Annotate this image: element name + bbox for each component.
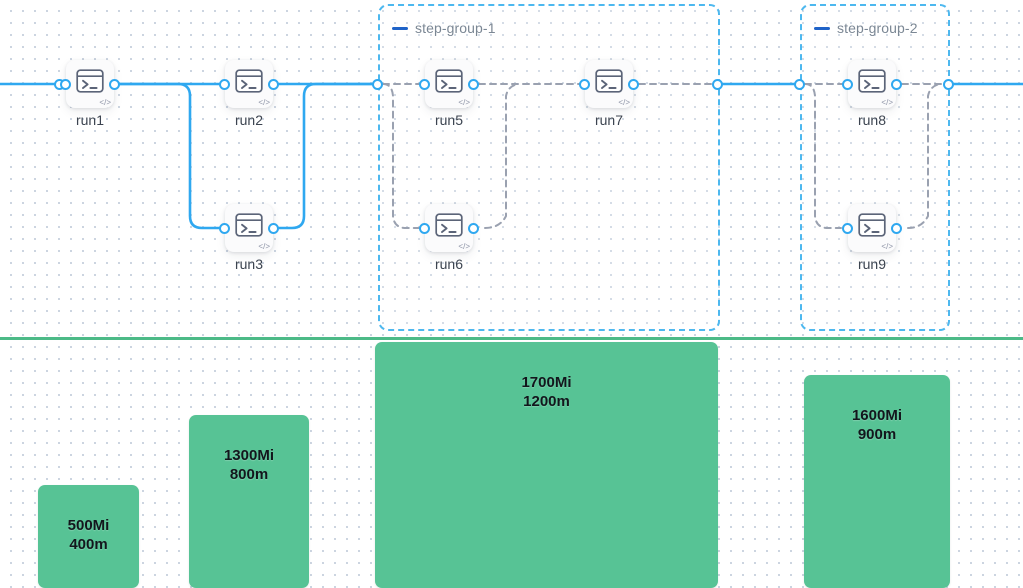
resource-bar-label: 1300Mi 800m — [189, 429, 309, 502]
memory-value: 1300Mi — [223, 447, 275, 465]
node-output-handle[interactable] — [891, 222, 902, 234]
node-card[interactable]: </> — [219, 60, 279, 108]
code-icon: </> — [618, 98, 630, 107]
node-input-handle[interactable] — [219, 78, 230, 90]
node-output-handle[interactable] — [268, 78, 279, 90]
terminal-icon — [858, 69, 886, 93]
memory-value: 1700Mi — [521, 374, 572, 392]
node-label: run8 — [857, 112, 887, 128]
terminal-icon — [235, 69, 263, 93]
node-run6[interactable]: </> run6 — [419, 204, 479, 272]
node-card[interactable]: </> — [419, 204, 479, 252]
node-run1[interactable]: </> run1 — [60, 60, 120, 128]
group-title: step-group-2 — [837, 20, 918, 36]
group-label-step-group-2: step-group-2 — [814, 20, 918, 36]
node-card[interactable]: </> — [419, 60, 479, 108]
node-output-handle[interactable] — [891, 78, 902, 90]
node-output-handle[interactable] — [268, 222, 279, 234]
node-label: run3 — [234, 256, 264, 272]
node-card[interactable]: </> — [842, 204, 902, 252]
terminal-icon — [858, 213, 886, 237]
node-label: run6 — [434, 256, 464, 272]
terminal-icon — [76, 69, 104, 93]
node-input-handle[interactable] — [419, 78, 430, 90]
code-icon: </> — [881, 242, 893, 251]
node-label: run7 — [594, 112, 624, 128]
group-label-step-group-1: step-group-1 — [392, 20, 496, 36]
terminal-icon — [595, 69, 623, 93]
node-run2[interactable]: </> run2 — [219, 60, 279, 128]
edge-g2in-run9 — [804, 83, 842, 229]
node-card[interactable]: </> — [60, 60, 120, 108]
node-output-handle[interactable] — [628, 78, 639, 90]
node-label: run2 — [234, 112, 264, 128]
resource-bar-label: 1700Mi 1200m — [375, 356, 718, 429]
edge-g1in-run6 — [382, 83, 420, 229]
node-card[interactable]: </> — [579, 60, 639, 108]
terminal-icon — [435, 69, 463, 93]
resource-bar-label: 500Mi 400m — [38, 499, 139, 572]
node-card[interactable]: </> — [842, 60, 902, 108]
node-input-handle[interactable] — [219, 222, 230, 234]
cpu-value: 900m — [857, 425, 897, 443]
group-step-group-1[interactable]: step-group-1 — [378, 4, 720, 331]
memory-value: 1600Mi — [851, 407, 903, 425]
edge-run1-run3 — [118, 82, 221, 230]
code-icon: </> — [458, 98, 470, 107]
node-input-handle[interactable] — [842, 78, 853, 90]
group-2-input-handle[interactable] — [794, 78, 805, 90]
code-icon: </> — [258, 242, 270, 251]
code-icon: </> — [99, 98, 111, 107]
node-label: run5 — [434, 112, 464, 128]
group-title: step-group-1 — [415, 20, 496, 36]
group-step-group-2[interactable]: step-group-2 — [800, 4, 950, 331]
node-output-handle[interactable] — [468, 78, 479, 90]
edge-run9-g2out — [907, 83, 941, 229]
node-run3[interactable]: </> run3 — [219, 204, 279, 272]
group-2-output-handle[interactable] — [943, 78, 954, 90]
node-run9[interactable]: </> run9 — [842, 204, 902, 272]
group-collapse-dash-icon[interactable] — [392, 26, 408, 30]
edge-run6-run7 — [484, 83, 519, 229]
node-label: run1 — [75, 112, 105, 128]
node-run7[interactable]: </> run7 — [579, 60, 639, 128]
group-collapse-dash-icon[interactable] — [814, 26, 830, 30]
node-card[interactable]: </> — [219, 204, 279, 252]
edge-run3-main — [277, 82, 375, 230]
cpu-value: 400m — [69, 535, 108, 553]
section-divider — [0, 337, 1023, 340]
node-output-handle[interactable] — [468, 222, 479, 234]
node-output-handle[interactable] — [109, 78, 120, 90]
node-run8[interactable]: </> run8 — [842, 60, 902, 128]
resource-bar-2[interactable]: 1300Mi 800m — [189, 415, 309, 588]
node-run5[interactable]: </> run5 — [419, 60, 479, 128]
node-input-handle[interactable] — [419, 222, 430, 234]
resource-bar-label: 1600Mi 900m — [804, 389, 950, 462]
cpu-value: 800m — [229, 465, 269, 483]
resource-bar-4[interactable]: 1600Mi 900m — [804, 375, 950, 588]
resource-bar-1[interactable]: 500Mi 400m — [38, 485, 139, 588]
code-icon: </> — [258, 98, 270, 107]
node-input-handle[interactable] — [579, 78, 590, 90]
group-1-input-handle[interactable] — [372, 78, 383, 90]
cpu-value: 1200m — [523, 392, 570, 410]
node-input-handle[interactable] — [60, 78, 71, 90]
memory-value: 500Mi — [67, 517, 110, 535]
resource-bar-3[interactable]: 1700Mi 1200m — [375, 342, 718, 588]
terminal-icon — [435, 213, 463, 237]
node-input-handle[interactable] — [842, 222, 853, 234]
code-icon: </> — [458, 242, 470, 251]
group-1-output-handle[interactable] — [712, 78, 723, 90]
code-icon: </> — [881, 98, 893, 107]
terminal-icon — [235, 213, 263, 237]
node-label: run9 — [857, 256, 887, 272]
